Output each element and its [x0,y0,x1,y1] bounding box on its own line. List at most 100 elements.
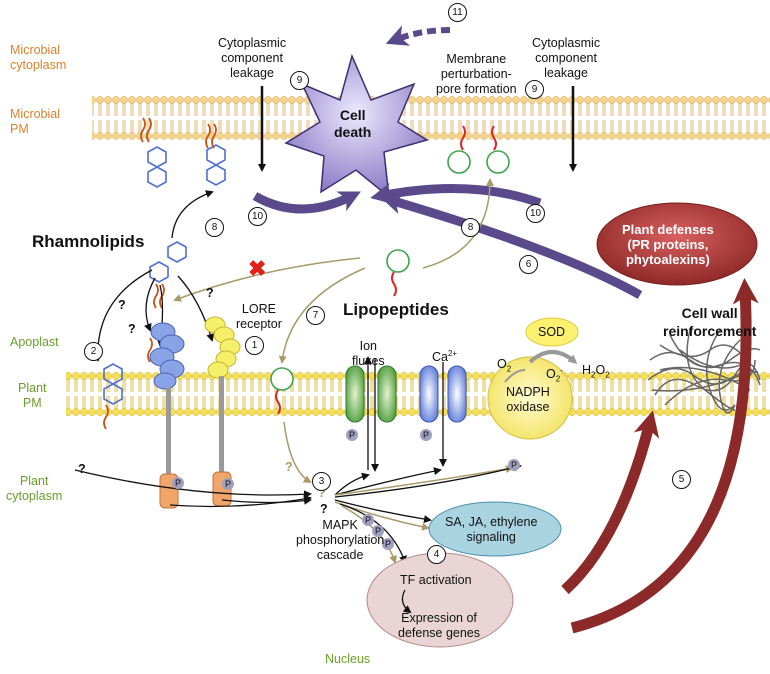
step-8: 8 [205,218,224,237]
rhamnolipids-label: Rhamnolipids [32,232,145,251]
calcium-channel [419,365,467,423]
step-1: 1 [245,336,264,355]
question-mark: ? [285,460,293,474]
rhamnolipid-tail-left [140,117,152,143]
step-6: 6 [519,255,538,274]
phospho-8: P [382,538,394,550]
step-4: 4 [427,545,446,564]
plant-defenses-oval [596,202,758,286]
step-7: 7 [306,306,325,325]
arrow-8-rhamnolipid [171,190,214,239]
o2-label: O2 [497,357,512,374]
sod-oval [525,317,579,347]
lipopeptide-tail-2 [491,125,497,151]
tf-label: TF activation [400,573,472,587]
block-cross: ✖ [248,256,266,281]
ion-channel [345,365,397,423]
rhamnolipid-plant-tail [103,404,109,430]
lipopeptide-tail-1 [460,125,466,151]
red-arrow-cellwall [561,410,660,595]
red-arrow-defenses [570,278,759,634]
step-8: 8 [461,218,480,237]
blue-receptor-ligand [147,337,153,363]
h2o2-label: H2O2 [582,363,610,380]
sod-label: SOD [538,325,566,339]
label-nucleus: Nucleus [325,652,371,666]
plant-membrane [66,372,770,416]
lore-receptor [204,316,241,507]
arrow-8-lipopeptide [422,178,494,269]
phospho-3: P [346,429,358,441]
question-mark: ? [206,286,214,300]
sa-ja-oval [428,501,562,557]
recursion-dashed-arrow [385,25,451,46]
rhamno-arrow-lore [177,275,215,342]
blocked-arrow [173,257,361,302]
lipopeptide-plant [270,367,294,391]
cell-death-star [284,53,429,199]
question-mark: ? [318,486,326,500]
phospho-2: P [222,478,234,490]
step-5: 5 [672,470,691,489]
o2-arrow [504,369,526,383]
signal-arrow-olive [283,421,312,484]
sod-arrow [528,350,578,364]
question-mark: ? [320,502,328,516]
phospho-4: P [420,429,432,441]
signal-arrow-1 [74,469,312,499]
superoxide-label: O2- [546,366,563,384]
rhamno-arrow-q1 [144,277,156,332]
rhamnolipid-plant [103,363,123,405]
phospho-6: P [362,514,374,526]
mapk-to-nadph [334,465,514,496]
tf-arrow [401,589,412,614]
mapk-to-nadph-2 [334,463,522,498]
lipopeptide-free-tail [391,271,397,297]
calcium-label: Ca2+ [432,349,458,365]
phospho-7: P [372,525,384,537]
lipopeptide-pore-1 [447,150,471,174]
phospho-5: P [508,459,520,471]
purple-arrow-right [370,182,542,208]
lipopeptides-label: Lipopeptides [343,300,449,319]
question-mark: ? [128,322,136,336]
plant-defenses-label: Plant defenses(PR proteins,phytoalexins) [622,222,714,267]
blue-receptor [149,322,185,509]
mapk-to-ion [334,472,370,496]
mapk-to-ca [334,467,442,496]
lipopeptide-plant-tail [275,389,281,415]
rhamnolipid-inserted-left [147,146,167,188]
microbial-membrane [92,96,770,140]
label-apoplast: Apoplast [10,335,59,349]
step-10: 10 [526,204,545,223]
step-2: 2 [84,342,103,361]
phospho-1: P [172,477,184,489]
purple-arrow-defenses [380,192,643,299]
rhamnolipid-tail-right [205,123,217,149]
step-9: 9 [525,80,544,99]
question-mark: ? [78,462,86,476]
signal-arrow-2 [169,495,312,508]
purple-arrow-left [252,191,361,214]
arrow-7 [278,267,366,364]
question-mark: ? [118,298,126,312]
mapk-to-sa [334,499,432,524]
step-9: 9 [290,71,309,90]
